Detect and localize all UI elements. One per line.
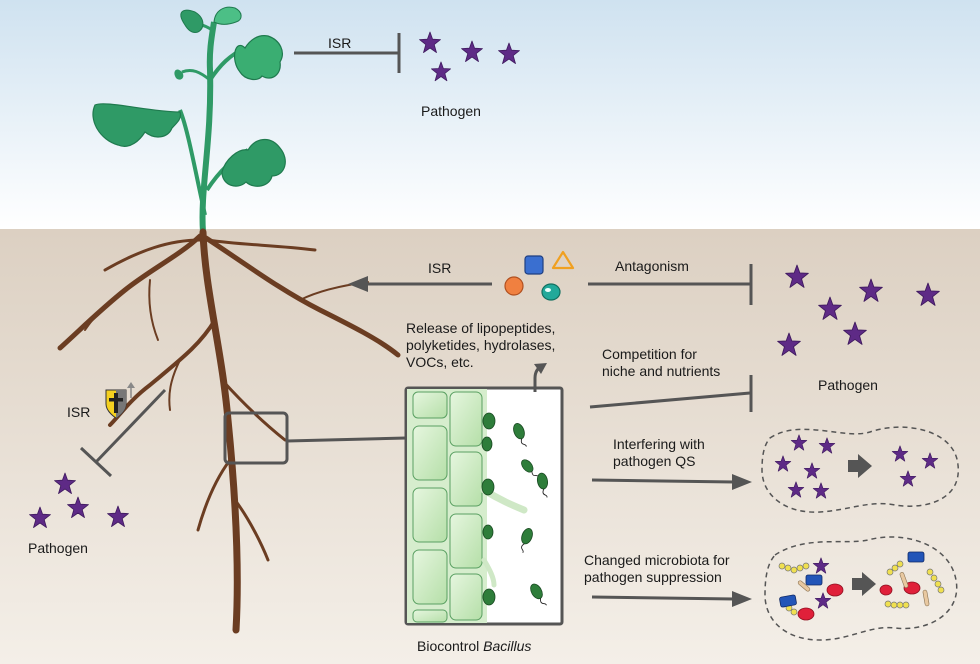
leaf-left — [92, 103, 182, 147]
leaf-top-right — [213, 6, 242, 25]
release-label: Release of lipopeptides, polyketides, hy… — [406, 320, 556, 370]
microbiota-arrow — [591, 591, 752, 607]
qs-population — [761, 426, 959, 513]
secreted-molecules — [504, 250, 575, 301]
isr-top-label: ISR — [328, 35, 352, 51]
zoom-connector — [286, 436, 407, 443]
microbiota-after — [879, 551, 945, 609]
isr-left-label: ISR — [67, 404, 91, 420]
qs-result-arrow — [848, 454, 872, 478]
antagonism-label: Antagonism — [615, 258, 689, 274]
leaf-top-left — [180, 9, 204, 33]
biocontrol-bacillus-label: Biocontrol Bacillus — [417, 638, 531, 655]
leaf-right-upper — [233, 35, 283, 81]
plant-roots — [57, 228, 401, 634]
shield-icon — [105, 382, 135, 419]
microbiota-population — [764, 536, 958, 641]
qs-arrow — [591, 474, 752, 490]
pathogen-left-label: Pathogen — [28, 540, 88, 556]
biocontrol-text: Biocontrol — [417, 638, 480, 654]
pathogen-top-label: Pathogen — [421, 103, 481, 119]
zoom-box — [223, 411, 289, 465]
isr-top-inhibition — [294, 33, 401, 73]
microbiota-label: Changed microbiota for pathogen suppress… — [584, 552, 730, 585]
pathogen-right-label: Pathogen — [818, 377, 878, 393]
isr-middle-arrow — [348, 276, 492, 292]
plant-shoot — [92, 6, 286, 233]
competition-inhibition — [589, 375, 753, 412]
microbiota-result-arrow — [852, 572, 876, 596]
competition-label: Competition for niche and nutrients — [602, 346, 721, 379]
microbiota-before — [778, 562, 844, 621]
qs-label: Interfering with pathogen QS — [613, 436, 705, 469]
isr-middle-label: ISR — [428, 260, 452, 276]
bacillus-text: Bacillus — [483, 638, 532, 654]
isr-left-inhibition — [79, 388, 167, 478]
leaf-right-lower — [221, 139, 286, 187]
root-cross-section — [404, 363, 564, 626]
antagonism-inhibition — [588, 264, 753, 305]
